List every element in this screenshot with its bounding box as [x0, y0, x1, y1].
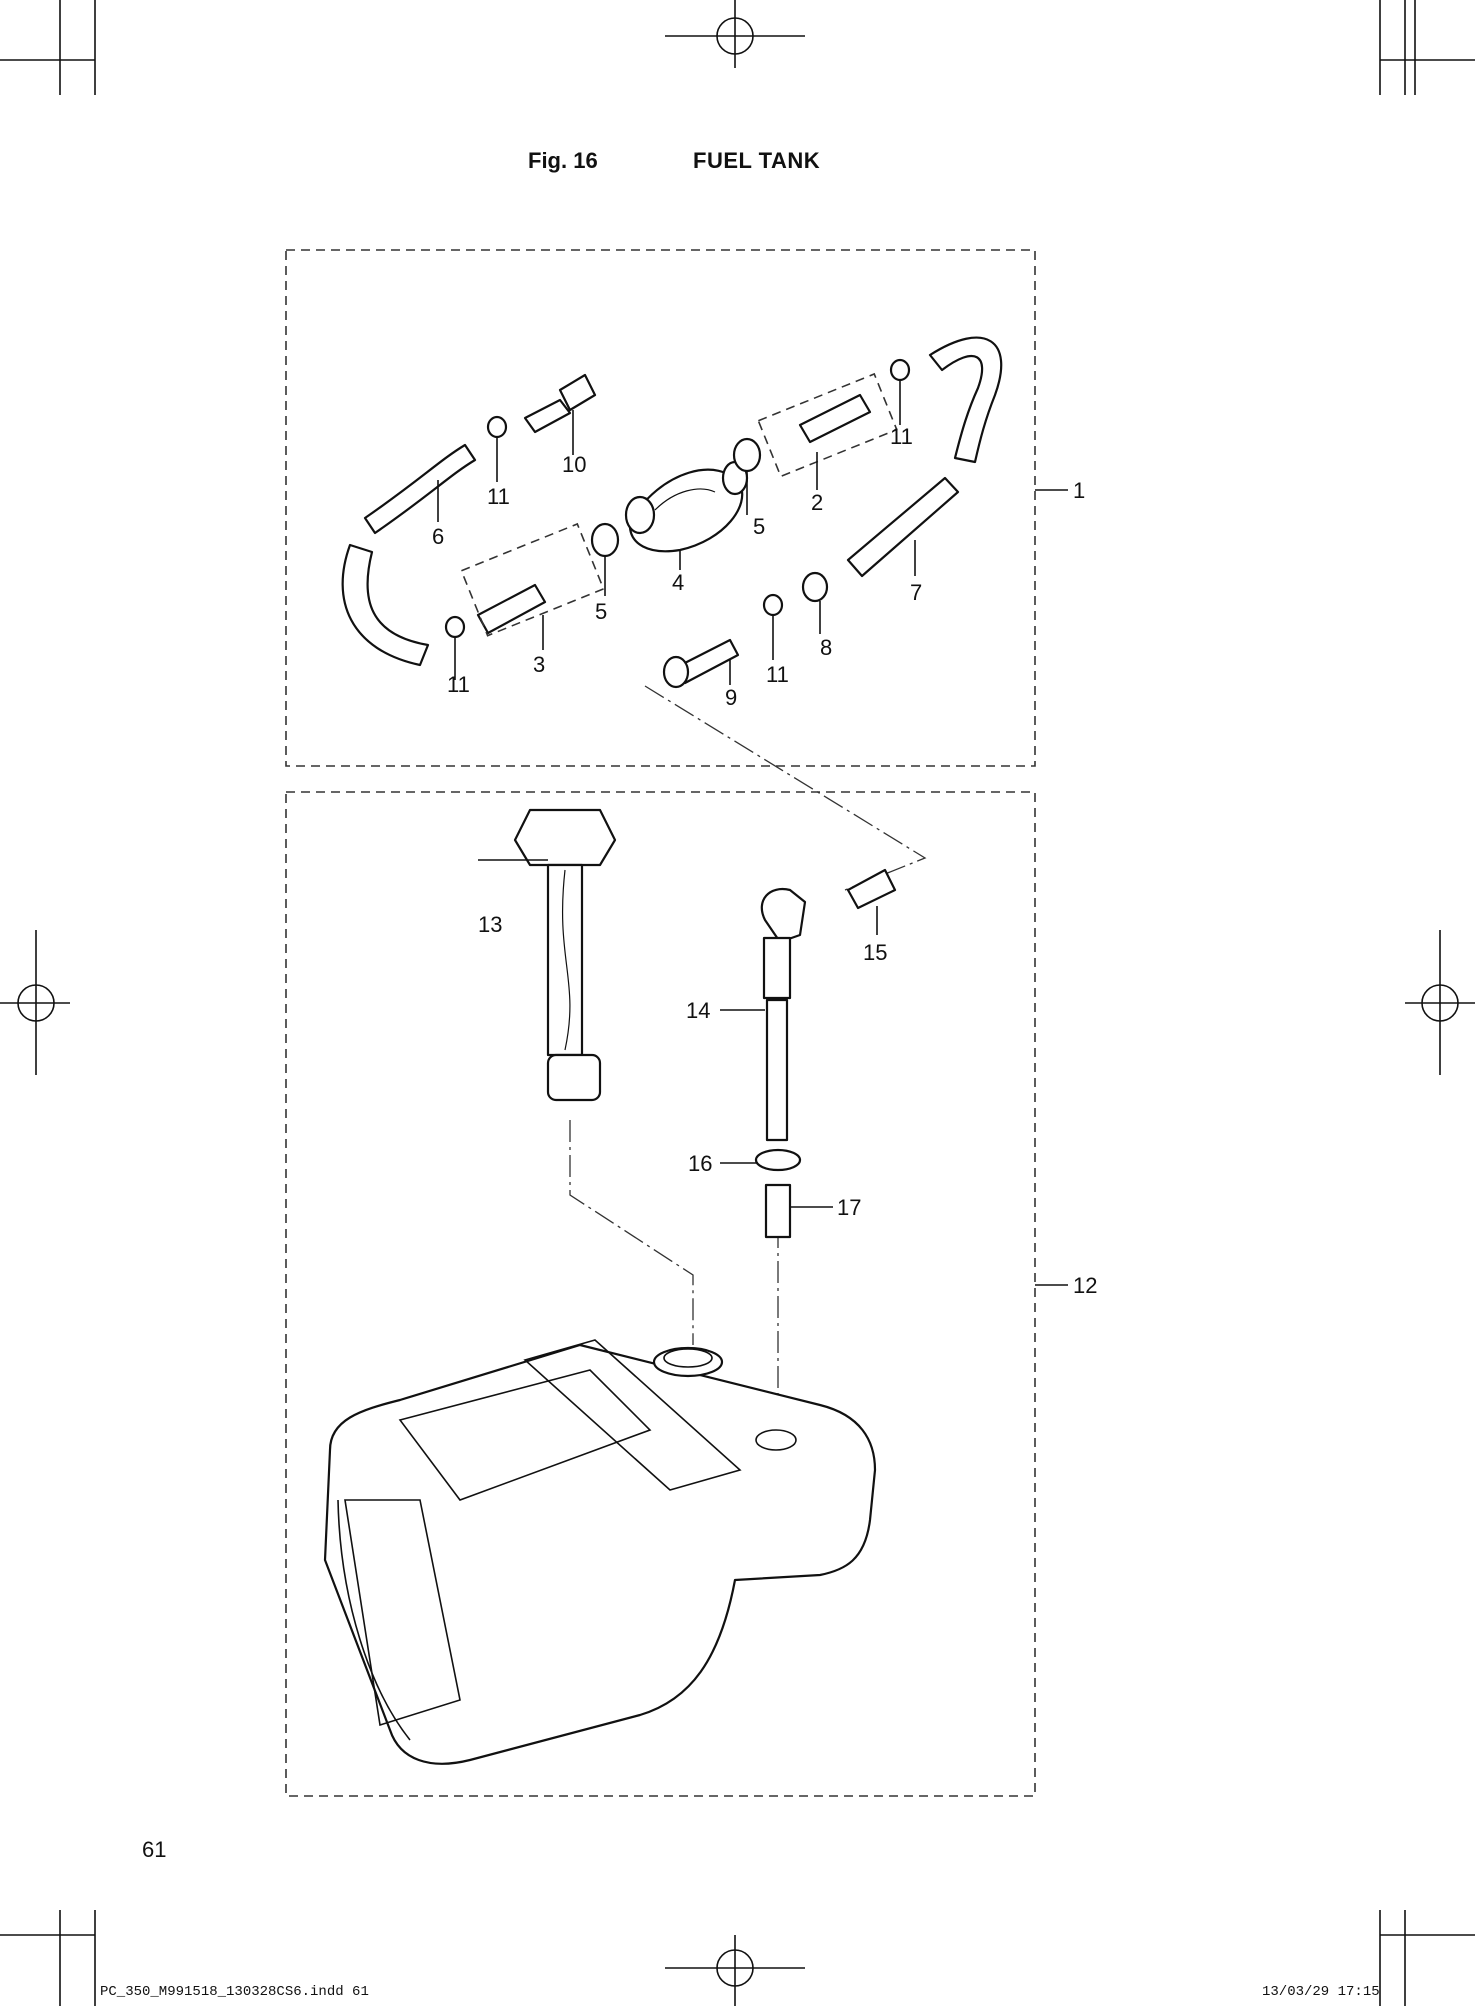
gauge-13-cap — [513, 808, 617, 867]
callout-6: 6 — [432, 524, 444, 549]
callout-5-left: 5 — [595, 599, 607, 624]
fuel-tank-body — [323, 1343, 877, 1765]
callout-13: 13 — [478, 912, 502, 937]
clamp-11-bottom — [762, 593, 784, 617]
fuel-tank-filler-opening — [663, 1348, 713, 1368]
registration-mark-top — [665, 0, 805, 68]
ring-5-right — [732, 437, 762, 473]
fuel-tank-side-panel — [344, 1499, 461, 1727]
gauge-13-float — [546, 1053, 602, 1102]
callout-1: 1 — [1073, 478, 1085, 503]
callout-11-right: 11 — [890, 424, 913, 449]
callout-11-left: 11 — [447, 672, 470, 697]
callout-9: 9 — [725, 685, 737, 710]
gauge-13-tube — [546, 863, 584, 1057]
connector-9-nut — [662, 655, 690, 689]
callout-11-top: 11 — [487, 484, 510, 509]
callout-5-right: 5 — [753, 514, 765, 539]
hose-6-upper — [363, 443, 477, 535]
registration-mark-right — [1405, 930, 1475, 1075]
primer-bulb — [628, 468, 744, 553]
ring-5-left — [590, 522, 620, 558]
callout-12: 12 — [1073, 1273, 1097, 1298]
gauge-chain-line — [569, 1120, 694, 1345]
figure-title: FUEL TANK — [693, 148, 821, 173]
figure-number: Fig. 16 — [528, 148, 598, 173]
registration-mark-bottom — [665, 1935, 805, 2006]
callout-10: 10 — [562, 452, 586, 477]
connector-chain-line — [644, 685, 927, 891]
connector-10-barb — [523, 398, 572, 434]
fuel-line-assembly-box — [285, 249, 1036, 767]
fuel-tank-pickup-port — [755, 1429, 797, 1451]
fitting-15 — [846, 868, 897, 910]
connector-2-body — [798, 393, 872, 444]
callout-14: 14 — [686, 998, 710, 1023]
fuel-tank-filler-neck — [652, 1346, 724, 1378]
connector-10-body — [558, 373, 597, 412]
clamp-11-left — [444, 615, 466, 639]
callout-17: 17 — [837, 1195, 861, 1220]
callout-4: 4 — [672, 570, 684, 595]
fuel-tank-handle-recess — [523, 1339, 742, 1491]
footer-timestamp: 13/03/29 17:15 — [1262, 1984, 1380, 2000]
callout-11-bottom: 11 — [766, 662, 789, 687]
elbow-14-head — [760, 887, 807, 944]
callout-leaders — [437, 381, 1068, 1286]
fuel-tank-top-panel — [398, 1369, 652, 1501]
connector-3-group-box — [460, 522, 605, 637]
callout-2: 2 — [811, 490, 823, 515]
hose-7-lower — [846, 476, 960, 578]
gauge-13-float-wire — [562, 869, 571, 1051]
hose-6-lower — [341, 543, 430, 667]
callout-15: 15 — [863, 940, 887, 965]
primer-bulb-end-left — [624, 495, 656, 535]
connector-2-group-box — [757, 372, 898, 478]
clamp-11-right — [889, 358, 911, 382]
o-ring-16 — [754, 1148, 802, 1172]
callout-8: 8 — [820, 635, 832, 660]
callout-16: 16 — [688, 1151, 712, 1176]
registration-mark-left — [0, 930, 70, 1075]
hose-7-upper — [928, 336, 1003, 464]
clip-8 — [801, 571, 829, 603]
fuel-tank-side-contour — [337, 1499, 411, 1741]
primer-bulb-contour — [654, 488, 716, 511]
elbow-14-thread — [762, 936, 792, 1000]
connector-3-body — [476, 583, 547, 635]
fuel-tank-assembly-box — [285, 791, 1036, 1797]
callout-3: 3 — [533, 652, 545, 677]
callout-7: 7 — [910, 580, 922, 605]
clamp-11-top — [486, 415, 508, 439]
strainer-17 — [764, 1183, 792, 1239]
page-number: 61 — [142, 1837, 167, 1862]
footer-file-name: PC_350_M991518_130328CS6.indd 61 — [100, 1984, 369, 2000]
pickup-14-tube — [765, 998, 789, 1142]
